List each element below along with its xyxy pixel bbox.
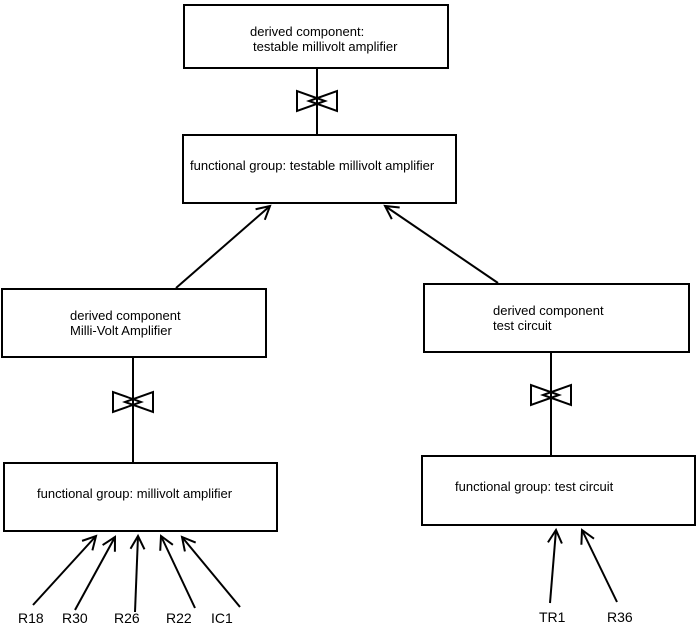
node-label: functional group: test circuit bbox=[455, 479, 614, 494]
arrow-R18 bbox=[32, 534, 98, 606]
node-label: functional group: millivolt amplifier bbox=[37, 486, 233, 501]
arrow-R30 bbox=[74, 535, 117, 611]
node-label: derived component: testable millivolt am… bbox=[250, 24, 398, 54]
arrow-R36 bbox=[580, 528, 618, 603]
component-label-r22: R22 bbox=[166, 610, 192, 626]
node-derived-component-milli-volt-amplifier: derived component Milli-Volt Amplifier bbox=[1, 288, 267, 358]
arrow-derived-millivolt-to-functional-testable bbox=[175, 204, 272, 289]
arrow-R22 bbox=[159, 534, 196, 609]
node-functional-group-test-circuit: functional group: test circuit bbox=[421, 455, 696, 526]
arrow-derived-test-to-functional-testable bbox=[383, 204, 499, 284]
node-label: derived component Milli-Volt Amplifier bbox=[70, 308, 181, 338]
bowtie-icon bbox=[296, 89, 338, 113]
arrow-TR1 bbox=[547, 527, 563, 604]
bowtie-icon bbox=[530, 383, 572, 407]
component-label-r36: R36 bbox=[607, 609, 633, 625]
node-label: derived component test circuit bbox=[493, 303, 604, 333]
component-label-r30: R30 bbox=[62, 610, 88, 626]
link-derived-testable-to-functional-testable bbox=[296, 69, 338, 134]
component-label-r26: R26 bbox=[114, 610, 140, 626]
bowtie-icon bbox=[112, 390, 154, 414]
arrow-R26 bbox=[129, 533, 146, 613]
component-label-ic1: IC1 bbox=[211, 610, 233, 626]
node-functional-group-testable-millivolt-amplifier: functional group: testable millivolt amp… bbox=[182, 134, 457, 204]
node-derived-component-testable-millivolt-amplifier: derived component: testable millivolt am… bbox=[183, 4, 449, 69]
component-label-r18: R18 bbox=[18, 610, 44, 626]
arrow-IC1 bbox=[180, 535, 241, 608]
node-functional-group-millivolt-amplifier: functional group: millivolt amplifier bbox=[3, 462, 278, 532]
link-derived-test-to-functional-test bbox=[530, 353, 572, 455]
node-label: functional group: testable millivolt amp… bbox=[190, 158, 435, 173]
component-label-tr1: TR1 bbox=[539, 609, 566, 625]
link-derived-millivolt-to-functional-millivolt bbox=[112, 358, 154, 462]
node-derived-component-test-circuit: derived component test circuit bbox=[423, 283, 690, 353]
